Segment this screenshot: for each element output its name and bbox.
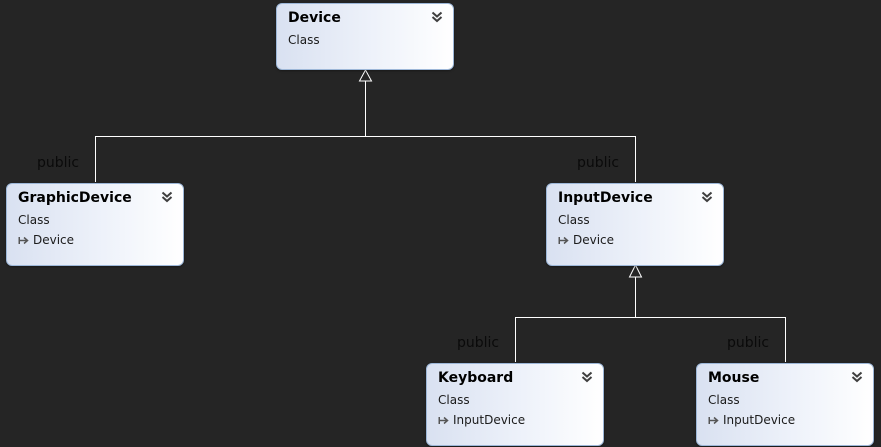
connector-graphicdevice-device	[95, 136, 366, 182]
class-kind: Class	[438, 393, 470, 407]
double-chevron-down-icon[interactable]	[431, 11, 443, 23]
base-class: InputDevice	[708, 413, 795, 427]
inheritance-label-inputdevice: public	[577, 155, 620, 171]
class-kind: Class	[18, 213, 50, 227]
base-class-name: Device	[33, 233, 75, 247]
class-box-mouse[interactable]: Mouse Class InputDevice	[696, 363, 874, 446]
connector-inputdevice-device	[365, 81, 636, 182]
double-chevron-down-icon[interactable]	[701, 191, 713, 203]
inheritance-arrow-icon	[708, 416, 719, 425]
class-box-graphicdevice[interactable]: GraphicDevice Class Device	[6, 183, 184, 266]
class-kind: Class	[558, 213, 590, 227]
connector-keyboard-inputdevice	[515, 317, 636, 362]
inheritance-arrow-icon	[438, 416, 449, 425]
class-box-keyboard[interactable]: Keyboard Class InputDevice	[426, 363, 604, 446]
class-name: GraphicDevice	[18, 190, 132, 206]
double-chevron-down-icon[interactable]	[581, 371, 593, 383]
inheritance-arrowhead-inputdevice	[628, 263, 643, 278]
base-class-name: InputDevice	[723, 413, 796, 427]
inheritance-label-graphicdevice: public	[37, 155, 80, 171]
class-name: InputDevice	[558, 190, 653, 206]
double-chevron-down-icon[interactable]	[851, 371, 863, 383]
inheritance-label-mouse: public	[727, 335, 770, 351]
class-box-inputdevice[interactable]: InputDevice Class Device	[546, 183, 724, 266]
class-name: Keyboard	[438, 370, 514, 386]
double-chevron-down-icon[interactable]	[161, 191, 173, 203]
inheritance-arrow-icon	[18, 236, 29, 245]
class-kind: Class	[708, 393, 740, 407]
connector-mouse-inputdevice	[635, 277, 786, 362]
inheritance-arrowhead-device	[358, 68, 373, 82]
base-class-name: InputDevice	[453, 413, 526, 427]
inheritance-label-keyboard: public	[457, 335, 500, 351]
base-class: Device	[558, 233, 614, 247]
base-class: InputDevice	[438, 413, 525, 427]
class-name: Device	[288, 10, 341, 26]
base-class-name: Device	[573, 233, 615, 247]
base-class: Device	[18, 233, 74, 247]
inheritance-arrow-icon	[558, 236, 569, 245]
class-name: Mouse	[708, 370, 760, 386]
class-box-device[interactable]: Device Class	[276, 3, 454, 70]
class-kind: Class	[288, 33, 320, 47]
